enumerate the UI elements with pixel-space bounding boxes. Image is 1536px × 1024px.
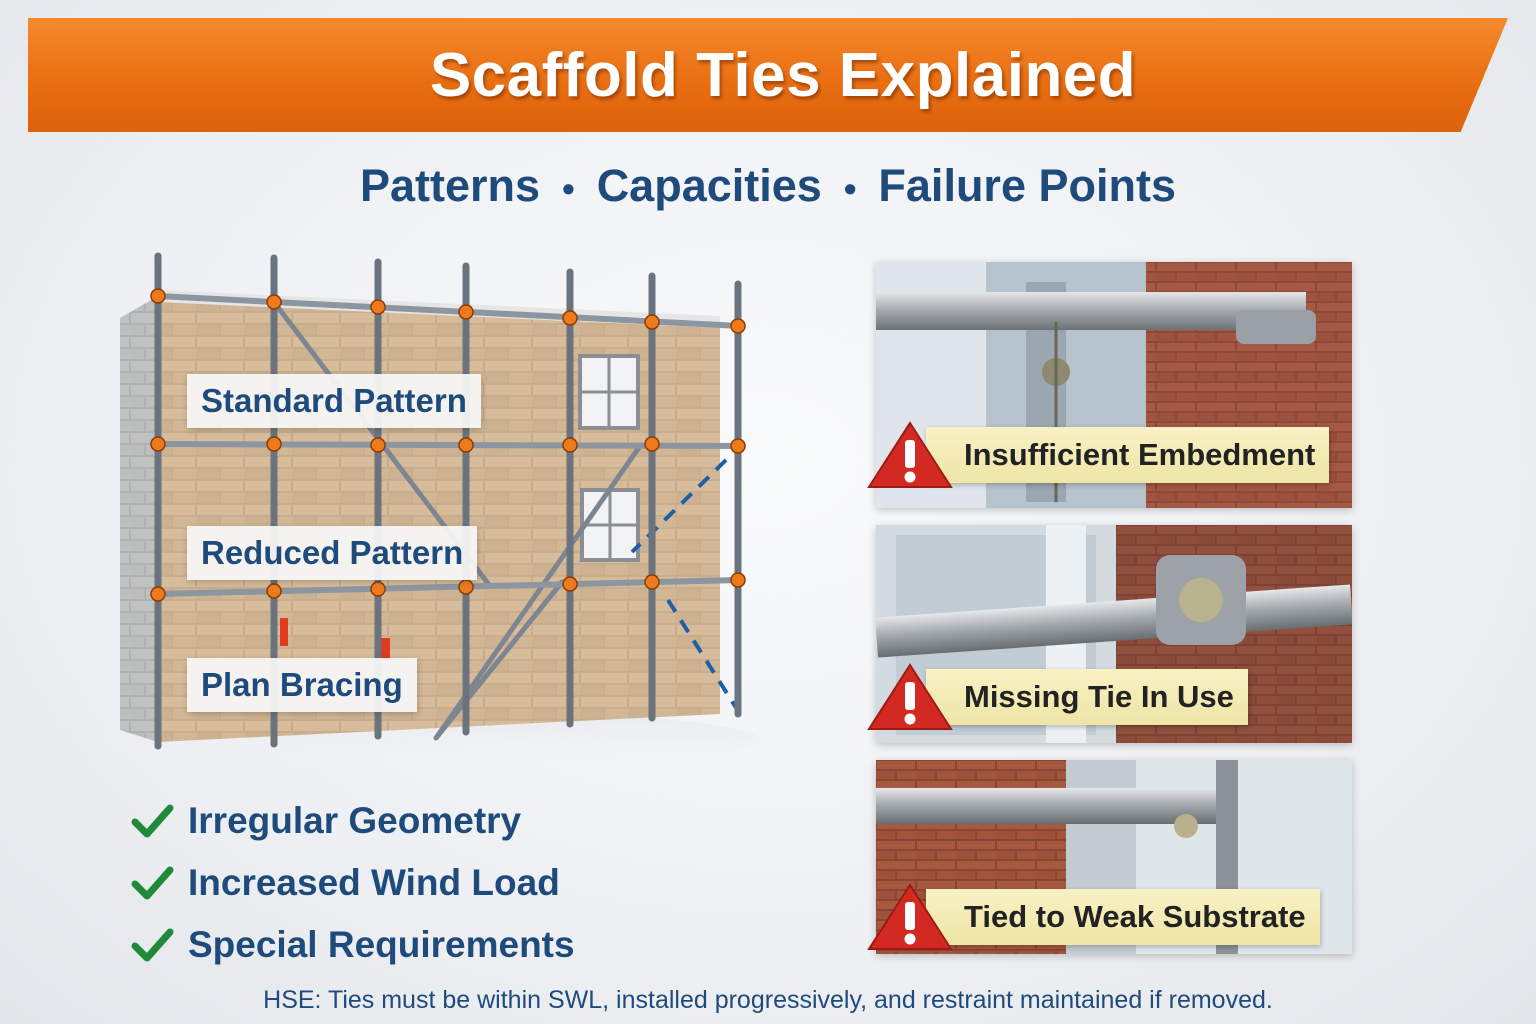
callout-plan-bracing: Plan Bracing [187, 658, 417, 712]
subtitle-item-capacities: Capacities [596, 160, 822, 211]
window [580, 488, 640, 562]
warning-triangle-icon [867, 663, 953, 730]
warning-label: Tied to Weak Substrate [926, 889, 1320, 945]
subtitle-separator: • [843, 168, 857, 210]
subtitle-separator: • [562, 168, 575, 210]
check-icon [131, 804, 174, 838]
warning-triangle-icon [867, 883, 953, 950]
callout-reduced-pattern: Reduced Pattern [187, 526, 478, 580]
footer-note: HSE: Ties must be within SWL, installed … [263, 986, 1273, 1014]
warning-label: Insufficient Embedment [926, 427, 1330, 483]
callout-standard-pattern: Standard Pattern [187, 374, 481, 428]
title-banner [28, 18, 1508, 132]
list-item-label: Special Requirements [188, 924, 575, 965]
page-title: Scaffold Ties Explained [429, 40, 1137, 110]
list-item-label: Increased Wind Load [188, 862, 560, 903]
scaffold-ledgers [155, 293, 743, 597]
list-item: Irregular Geometry [130, 790, 575, 852]
red-marker [380, 638, 390, 660]
warning-callout: Missing Tie In Use [866, 662, 1248, 732]
check-icon [131, 866, 174, 900]
subtitle-item-failure-points: Failure Points [878, 160, 1176, 211]
subtitle: Patterns • Capacities • Failure Points [0, 160, 1536, 212]
red-marker [280, 618, 288, 646]
list-item: Increased Wind Load [130, 852, 575, 914]
list-item: Special Requirements [130, 914, 575, 976]
tie-lines [630, 458, 742, 716]
warning-callout: Tied to Weak Substrate [866, 882, 1320, 952]
subtitle-item-patterns: Patterns [360, 160, 541, 211]
warning-label: Missing Tie In Use [926, 669, 1248, 725]
coupler-nodes [150, 288, 746, 602]
list-item-label: Irregular Geometry [188, 800, 522, 841]
window [578, 354, 640, 430]
wall-side [120, 296, 158, 742]
checklist: Irregular Geometry Increased Wind Load S… [130, 790, 575, 976]
warning-triangle-icon [867, 421, 953, 488]
warning-callout: Insufficient Embedment [866, 420, 1330, 490]
check-icon [131, 928, 174, 962]
